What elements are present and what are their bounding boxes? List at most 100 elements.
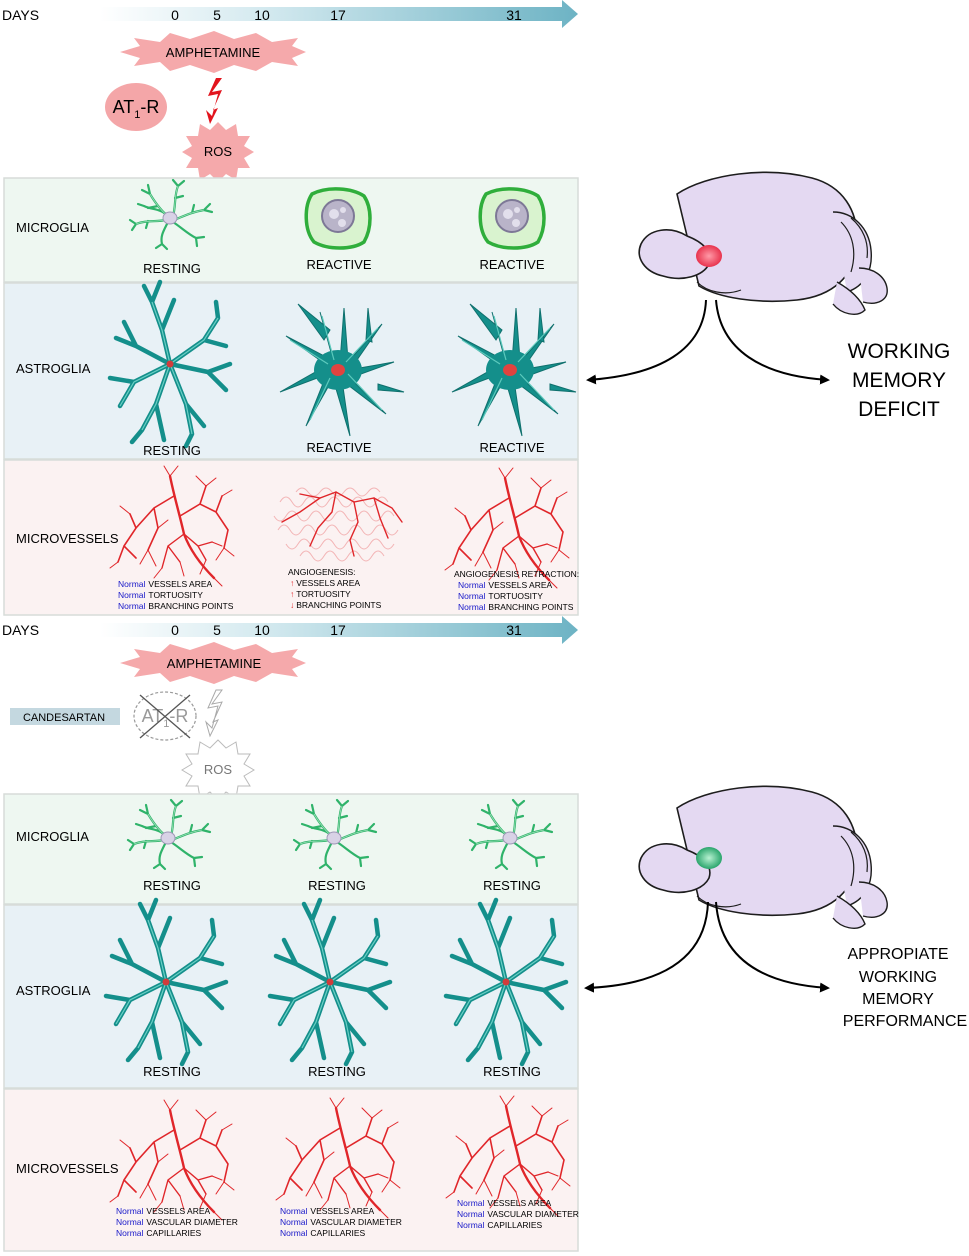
bottom-timeline: DAYS 0 5 10 17 31	[2, 616, 578, 644]
top-astroglia-panel	[3, 282, 579, 460]
svg-text:DEFICIT: DEFICIT	[858, 398, 940, 421]
lesion-marker	[696, 245, 722, 267]
svg-text:APPROPIATE: APPROPIATE	[847, 946, 948, 963]
top-astroglia-state-3: REACTIVE	[479, 440, 544, 455]
timeline-tick-10: 10	[254, 7, 270, 23]
svg-text:AT1-R: AT1-R	[142, 706, 189, 730]
timeline-tick-5: 5	[213, 622, 221, 638]
top-astroglia-state-1: RESTING	[143, 443, 201, 458]
ros-burst: ROS	[182, 122, 254, 182]
ros-label: ROS	[204, 144, 233, 159]
ros-label: ROS	[204, 762, 233, 777]
top-astroglia-label: ASTROGLIA	[16, 361, 91, 376]
bottom-microvessels-panel	[3, 1088, 579, 1252]
top-vessel-notes-2: ANGIOGENESIS: ↑VESSELS AREA ↑TORTUOSITY …	[288, 567, 382, 610]
arrow-to-panels	[584, 901, 709, 993]
arrow-to-outcome	[715, 299, 830, 385]
timeline-tick-10: 10	[254, 622, 270, 638]
svg-text:AT1-R: AT1-R	[113, 97, 160, 121]
timeline-days-label: DAYS	[2, 7, 39, 23]
bottom-microglia-state-3: RESTING	[483, 878, 541, 893]
top-microglia-state-2: REACTIVE	[306, 257, 371, 272]
arrow-to-outcome	[715, 901, 830, 993]
at1-receptor: AT1-R	[105, 83, 167, 131]
brain-illustration	[638, 171, 889, 316]
amphetamine-burst: AMPHETAMINE	[120, 642, 306, 684]
svg-text:MEMORY: MEMORY	[862, 991, 934, 1008]
timeline-tick-0: 0	[171, 622, 179, 638]
timeline-tick-17: 17	[330, 622, 346, 638]
bottom-microglia-panel	[3, 793, 579, 905]
bottom-outcome-text: APPROPIATE WORKING MEMORY PERFORMANCE	[843, 946, 967, 1030]
svg-text:MEMORY: MEMORY	[852, 369, 946, 392]
bottom-microglia-state-2: RESTING	[308, 878, 366, 893]
bottom-astroglia-state-1: RESTING	[143, 1064, 201, 1079]
receptor-subscript: 1	[134, 109, 140, 121]
top-microglia-state-3: REACTIVE	[479, 257, 544, 272]
brain-illustration	[638, 785, 889, 930]
svg-text:ANGIOGENESIS RETRACTION:: ANGIOGENESIS RETRACTION:	[454, 569, 579, 579]
svg-text:↓BRANCHING POINTS: ↓BRANCHING POINTS	[290, 600, 382, 610]
top-microvessels-label: MICROVESSELS	[16, 531, 119, 546]
top-microglia-label: MICROGLIA	[16, 220, 89, 235]
amphetamine-label: AMPHETAMINE	[167, 656, 262, 671]
ros-burst: ROS	[181, 739, 255, 801]
bottom-microglia-label: MICROGLIA	[16, 829, 89, 844]
amphetamine-label: AMPHETAMINE	[166, 45, 261, 60]
lightning-icon	[204, 689, 223, 738]
top-outcome-text: WORKING MEMORY DEFICIT	[848, 340, 951, 421]
at1-receptor-blocked: AT1-R	[133, 691, 197, 741]
timeline-tick-31: 31	[506, 7, 522, 23]
bottom-astroglia-state-2: RESTING	[308, 1064, 366, 1079]
top-microvessels-panel	[3, 459, 579, 616]
svg-text:↑TORTUOSITY: ↑TORTUOSITY	[290, 589, 351, 599]
microglia-reactive-cell	[478, 187, 546, 250]
arrow-to-panels	[586, 299, 707, 385]
candesartan-label: CANDESARTAN	[23, 712, 105, 724]
svg-text:WORKING: WORKING	[848, 340, 951, 363]
svg-text:ANGIOGENESIS:: ANGIOGENESIS:	[288, 567, 356, 577]
bottom-astroglia-state-3: RESTING	[483, 1064, 541, 1079]
timeline-tick-0: 0	[171, 7, 179, 23]
amphetamine-burst: AMPHETAMINE	[120, 31, 306, 73]
bottom-astroglia-label: ASTROGLIA	[16, 983, 91, 998]
bottom-astroglia-panel	[3, 904, 579, 1089]
receptor-base: AT	[113, 97, 135, 117]
svg-text:↑VESSELS AREA: ↑VESSELS AREA	[290, 578, 360, 588]
svg-text:WORKING: WORKING	[859, 969, 937, 986]
timeline-tick-5: 5	[213, 7, 221, 23]
timeline-tick-17: 17	[330, 7, 346, 23]
lesion-marker	[696, 847, 722, 869]
lightning-icon	[206, 78, 222, 124]
timeline-days-label: DAYS	[2, 622, 39, 638]
top-microglia-state-1: RESTING	[143, 261, 201, 276]
top-astroglia-state-2: REACTIVE	[306, 440, 371, 455]
svg-text:PERFORMANCE: PERFORMANCE	[843, 1013, 967, 1030]
receptor-tail: -R	[140, 97, 159, 117]
microglia-reactive-cell	[304, 187, 372, 250]
bottom-microvessels-label: MICROVESSELS	[16, 1161, 119, 1176]
bottom-microglia-state-1: RESTING	[143, 878, 201, 893]
candesartan-bar: CANDESARTAN	[10, 708, 120, 725]
top-timeline: DAYS 0 5 10 17 31	[2, 0, 578, 28]
